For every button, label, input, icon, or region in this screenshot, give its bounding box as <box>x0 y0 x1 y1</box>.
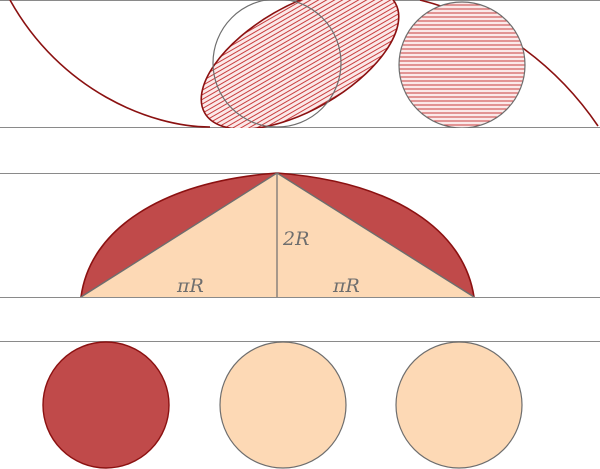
panel-rolling-circle <box>0 0 600 128</box>
right-hypotenuse <box>276 172 475 298</box>
red-circle <box>42 341 170 469</box>
left-hypotenuse <box>80 172 278 298</box>
panel-three-circles <box>0 341 600 469</box>
right-base-label: πR <box>332 275 360 297</box>
hatched-ellipse <box>200 0 400 128</box>
hatched-circle <box>398 1 526 128</box>
peach-circle-right <box>395 341 523 469</box>
cycloid-arc <box>9 0 211 128</box>
panel-arch-triangles: 2R πR πR <box>0 172 600 298</box>
rolling-circle-outline <box>212 0 342 128</box>
height-label: 2R <box>282 228 309 250</box>
peach-circle-middle <box>219 341 347 469</box>
left-base-label: πR <box>176 275 204 297</box>
